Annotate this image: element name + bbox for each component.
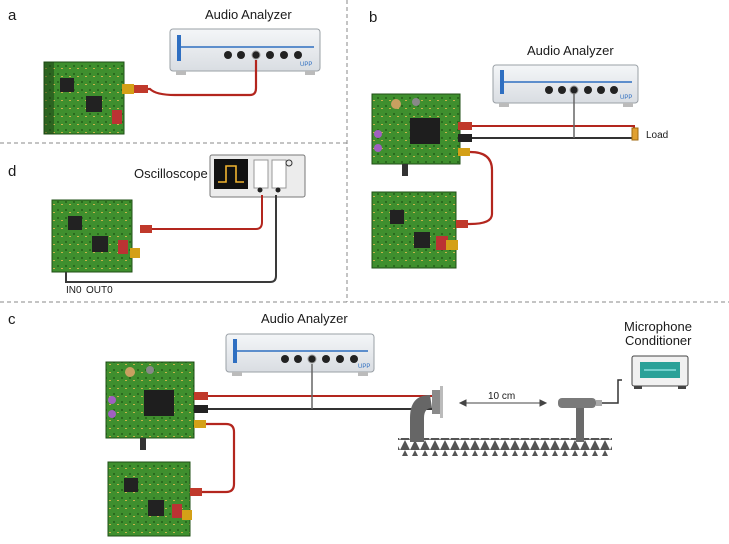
- panel-c-analyzer-title: Audio Analyzer: [261, 311, 348, 326]
- panel-d: d Oscilloscope IN0 OUT0: [8, 154, 306, 296]
- speaker-icon: [410, 386, 443, 442]
- panel-b-analyzer-title: Audio Analyzer: [527, 43, 614, 58]
- dev-board-a: [43, 61, 134, 135]
- panel-a-analyzer-title: Audio Analyzer: [205, 7, 292, 22]
- cable-d-black: [65, 195, 277, 283]
- panel-d-scope-title: Oscilloscope: [134, 166, 208, 181]
- analyzer-a-brand: UPP: [300, 62, 312, 68]
- amplifier-board-b: [371, 93, 461, 176]
- panel-a: a Audio Analyzer UPP: [8, 7, 321, 135]
- load-label: Load: [646, 130, 668, 141]
- oscilloscope: [209, 154, 306, 198]
- mic-title-line2: Conditioner: [625, 333, 692, 348]
- cable-d-red: [142, 195, 263, 230]
- cable-c-mic: [602, 379, 622, 404]
- panel-c-letter: c: [8, 311, 16, 328]
- anechoic-foam: [398, 438, 612, 456]
- panel-dividers: [0, 0, 729, 303]
- cable-a-red: [134, 60, 258, 97]
- microphone-icon: [558, 398, 602, 442]
- panel-b: b Audio Analyzer UPP: [369, 9, 668, 269]
- cable-b-red: [470, 125, 635, 133]
- out0-label: OUT0: [86, 285, 113, 296]
- audio-analyzer-a: UPP: [169, 28, 321, 75]
- analyzer-b-brand: UPP: [620, 95, 632, 101]
- cable-b-red-loop: [456, 150, 494, 226]
- in0-label: IN0: [66, 285, 82, 296]
- dev-board-b: [371, 191, 458, 269]
- audio-analyzer-b: UPP: [492, 64, 639, 107]
- analyzer-c-brand: UPP: [358, 364, 370, 370]
- audio-analyzer-c: UPP: [225, 333, 375, 376]
- dev-board-c: [107, 461, 192, 537]
- distance-label: 10 cm: [488, 391, 515, 402]
- amplifier-board-c: [105, 361, 195, 450]
- mic-title-line1: Microphone: [624, 319, 692, 334]
- dev-board-d: [51, 199, 140, 273]
- panel-c: c Audio Analyzer UPP: [8, 311, 692, 537]
- panel-d-letter: d: [8, 163, 16, 180]
- cable-c-red-loop: [190, 422, 236, 494]
- distance-arrow: [458, 399, 548, 407]
- panel-b-letter: b: [369, 9, 377, 26]
- mic-conditioner: [631, 355, 689, 389]
- panel-a-letter: a: [8, 7, 17, 24]
